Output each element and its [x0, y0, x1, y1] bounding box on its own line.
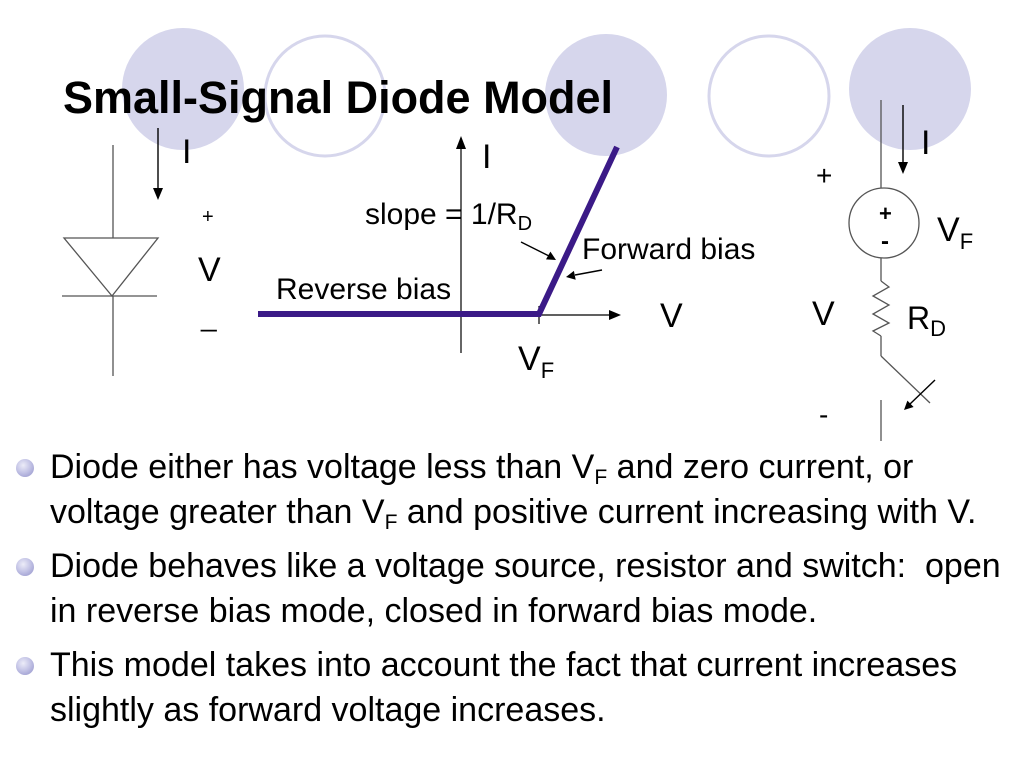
- model-circuit: I + + - VF V RD -: [812, 100, 973, 441]
- circuit-current-arrowhead: [898, 162, 908, 174]
- diode-current-label: I: [182, 133, 191, 171]
- source-minus-label: -: [881, 228, 889, 255]
- deco-circle-outline: [707, 34, 831, 158]
- threshold-label-main: V: [518, 340, 541, 378]
- iv-curve: [258, 145, 620, 317]
- slide-title: Small-Signal Diode Model: [63, 72, 613, 123]
- iv-graph: I V slope = 1/RD Forward bias Reverse bi…: [258, 136, 755, 383]
- decorative-circles: [122, 28, 971, 158]
- x-axis-arrowhead: [609, 310, 621, 320]
- circuit-plus-label: +: [816, 160, 832, 191]
- bullet-dot-icon: [16, 657, 34, 675]
- deco-circle-filled: [545, 34, 667, 156]
- diode-symbol: I + V _: [62, 128, 221, 376]
- bullet-dot-icon: [16, 558, 34, 576]
- bullet-text-subscript: F: [594, 466, 608, 490]
- bullet-item: This model takes into account the fact t…: [0, 643, 1015, 733]
- resistor-label-sub: D: [930, 316, 946, 341]
- bullet-text-part: and positive current increasing with V.: [397, 493, 977, 531]
- bullet-text: This model takes into account the fact t…: [50, 646, 967, 729]
- circuit-voltage-label: V: [812, 295, 835, 333]
- forward-bias-label: Forward bias: [582, 233, 755, 266]
- switch-blade: [880, 355, 931, 404]
- diode-plus-label: +: [202, 206, 214, 228]
- switch-arrow-line: [909, 379, 936, 405]
- bullet-dot-icon: [16, 459, 34, 477]
- bullet-text-part: and zero current, or voltage greater tha…: [50, 448, 923, 531]
- diode-voltage-label: V: [198, 251, 221, 289]
- threshold-label: VF: [518, 340, 554, 383]
- resistor-label-main: R: [907, 300, 930, 336]
- circuit-current-label: I: [921, 124, 930, 162]
- diode-triangle: [62, 237, 160, 298]
- forward-bias-arrow-line: [574, 269, 603, 276]
- reverse-bias-label: Reverse bias: [276, 273, 451, 306]
- voltage-source: [848, 187, 920, 259]
- bullet-text-part: Diode either has voltage less than V: [50, 448, 595, 486]
- source-label-sub: F: [960, 229, 973, 254]
- diode-current-arrowhead: [153, 188, 163, 200]
- x-axis-label: V: [660, 297, 683, 335]
- deco-circle-filled: [122, 28, 244, 150]
- threshold-label-sub: F: [541, 358, 554, 383]
- switch-arrowhead: [904, 400, 914, 410]
- circuit-minus-label: -: [819, 399, 828, 430]
- slope-arrow-line: [520, 241, 550, 257]
- source-plus-label: +: [879, 201, 892, 226]
- source-label: VF: [937, 211, 973, 254]
- bullet-list: Diode either has voltage less than VF an…: [0, 445, 1024, 742]
- y-axis-label: I: [482, 138, 491, 176]
- bullet-text: Diode behaves like a voltage source, res…: [50, 547, 1011, 630]
- slope-arrowhead: [546, 251, 556, 260]
- diode-minus-label: _: [200, 301, 217, 332]
- slope-label-sub: D: [518, 213, 532, 235]
- bullet-item: Diode behaves like a voltage source, res…: [0, 544, 1015, 634]
- resistor-label: RD: [907, 300, 946, 341]
- forward-bias-arrowhead: [566, 270, 576, 280]
- bullet-item: Diode either has voltage less than VF an…: [0, 445, 1015, 535]
- bullet-text-subscript: F: [384, 511, 398, 535]
- slope-label-main: slope = 1/R: [365, 198, 518, 231]
- y-axis-arrowhead: [456, 136, 466, 149]
- source-label-main: V: [937, 211, 960, 249]
- bullet-text: Diode either has voltage less than VF an…: [50, 448, 977, 535]
- deco-circle-filled: [849, 28, 971, 150]
- resistor: [871, 280, 891, 337]
- deco-circle-outline: [263, 34, 387, 158]
- slope-label: slope = 1/RD: [365, 198, 532, 235]
